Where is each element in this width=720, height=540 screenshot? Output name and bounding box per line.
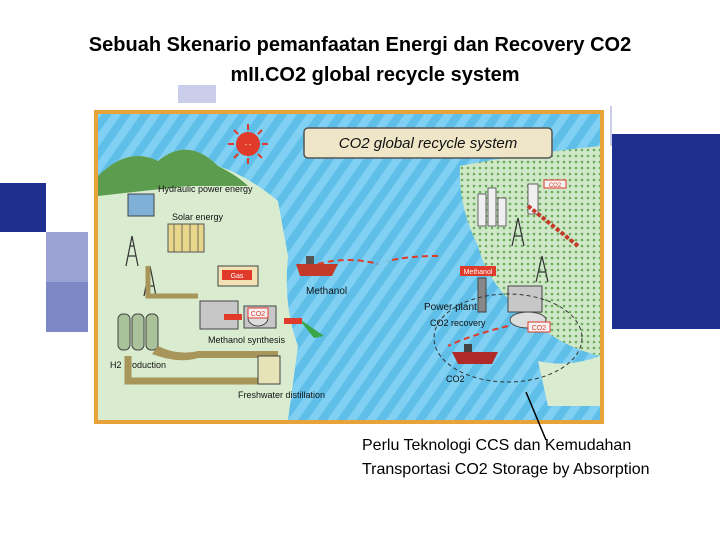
caption-line-1: Perlu Teknologi CCS dan Kemudahan [362, 434, 650, 458]
caption-line-2: Transportasi CO2 Storage by Absorption [362, 458, 650, 482]
slide-caption: Perlu Teknologi CCS dan Kemudahan Transp… [362, 434, 650, 482]
